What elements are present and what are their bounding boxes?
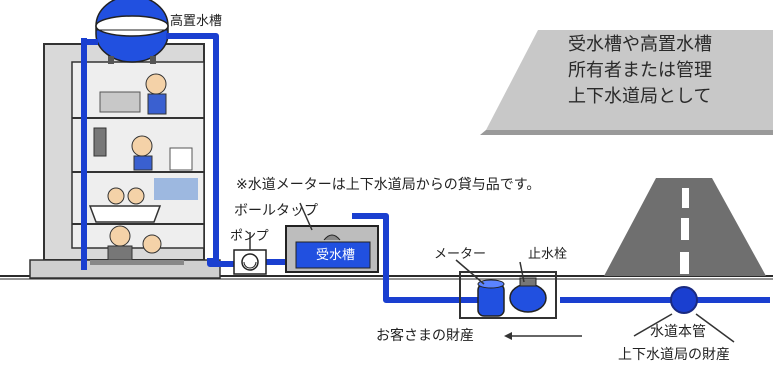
meter-device: [477, 283, 505, 317]
callout-line-2: 所有者または管理: [568, 60, 712, 81]
floor-living-scene: [90, 225, 184, 265]
meter-pit: [459, 271, 557, 319]
pump-inlet-pipe: [207, 258, 236, 267]
meter-label: メーター: [434, 247, 487, 262]
ball-tap-label: ボールタップ: [234, 203, 318, 219]
service-pipe: [352, 213, 478, 303]
callout-line-3: 上下水道局として: [568, 86, 712, 107]
water-pipes: [81, 33, 770, 303]
floor-washroom-scene: [93, 127, 193, 171]
customer-property-label: お客さまの財産: [376, 328, 474, 344]
supply-pipe: [166, 33, 219, 262]
elevated-tank-label: 高置水槽: [170, 14, 223, 29]
road-marking: [681, 218, 689, 240]
receiving-tank-label: 受水槽: [316, 248, 356, 263]
road-marking: [682, 188, 689, 208]
stop-valve-label: 止水栓: [528, 247, 568, 262]
stop-valve-device: [509, 283, 547, 313]
arrow-icon: [504, 332, 512, 340]
pump: [233, 249, 267, 275]
water-main: [670, 286, 698, 314]
callout-banner: [486, 30, 773, 130]
meter-note: ※水道メーターは上下水道局からの貸与品です。: [236, 177, 541, 193]
callout-line-1: 受水槽や高置水槽: [568, 34, 712, 55]
callout-text: 受水槽や高置水槽 所有者または管理 上下水道局として: [568, 32, 712, 110]
bureau-property-label: 上下水道局の財産: [618, 347, 730, 363]
pump-label: ポンプ: [230, 229, 269, 244]
receiving-tank: [285, 225, 379, 273]
floor-kitchen-scene: [99, 73, 167, 115]
elevated-water-tank: [95, 0, 169, 64]
floor-bath-scene: [88, 178, 198, 223]
callout-banner-shadow: [480, 130, 773, 135]
water-main-label: 水道本管: [650, 324, 706, 340]
leader-lines: [249, 202, 735, 343]
road-marking: [680, 252, 689, 274]
